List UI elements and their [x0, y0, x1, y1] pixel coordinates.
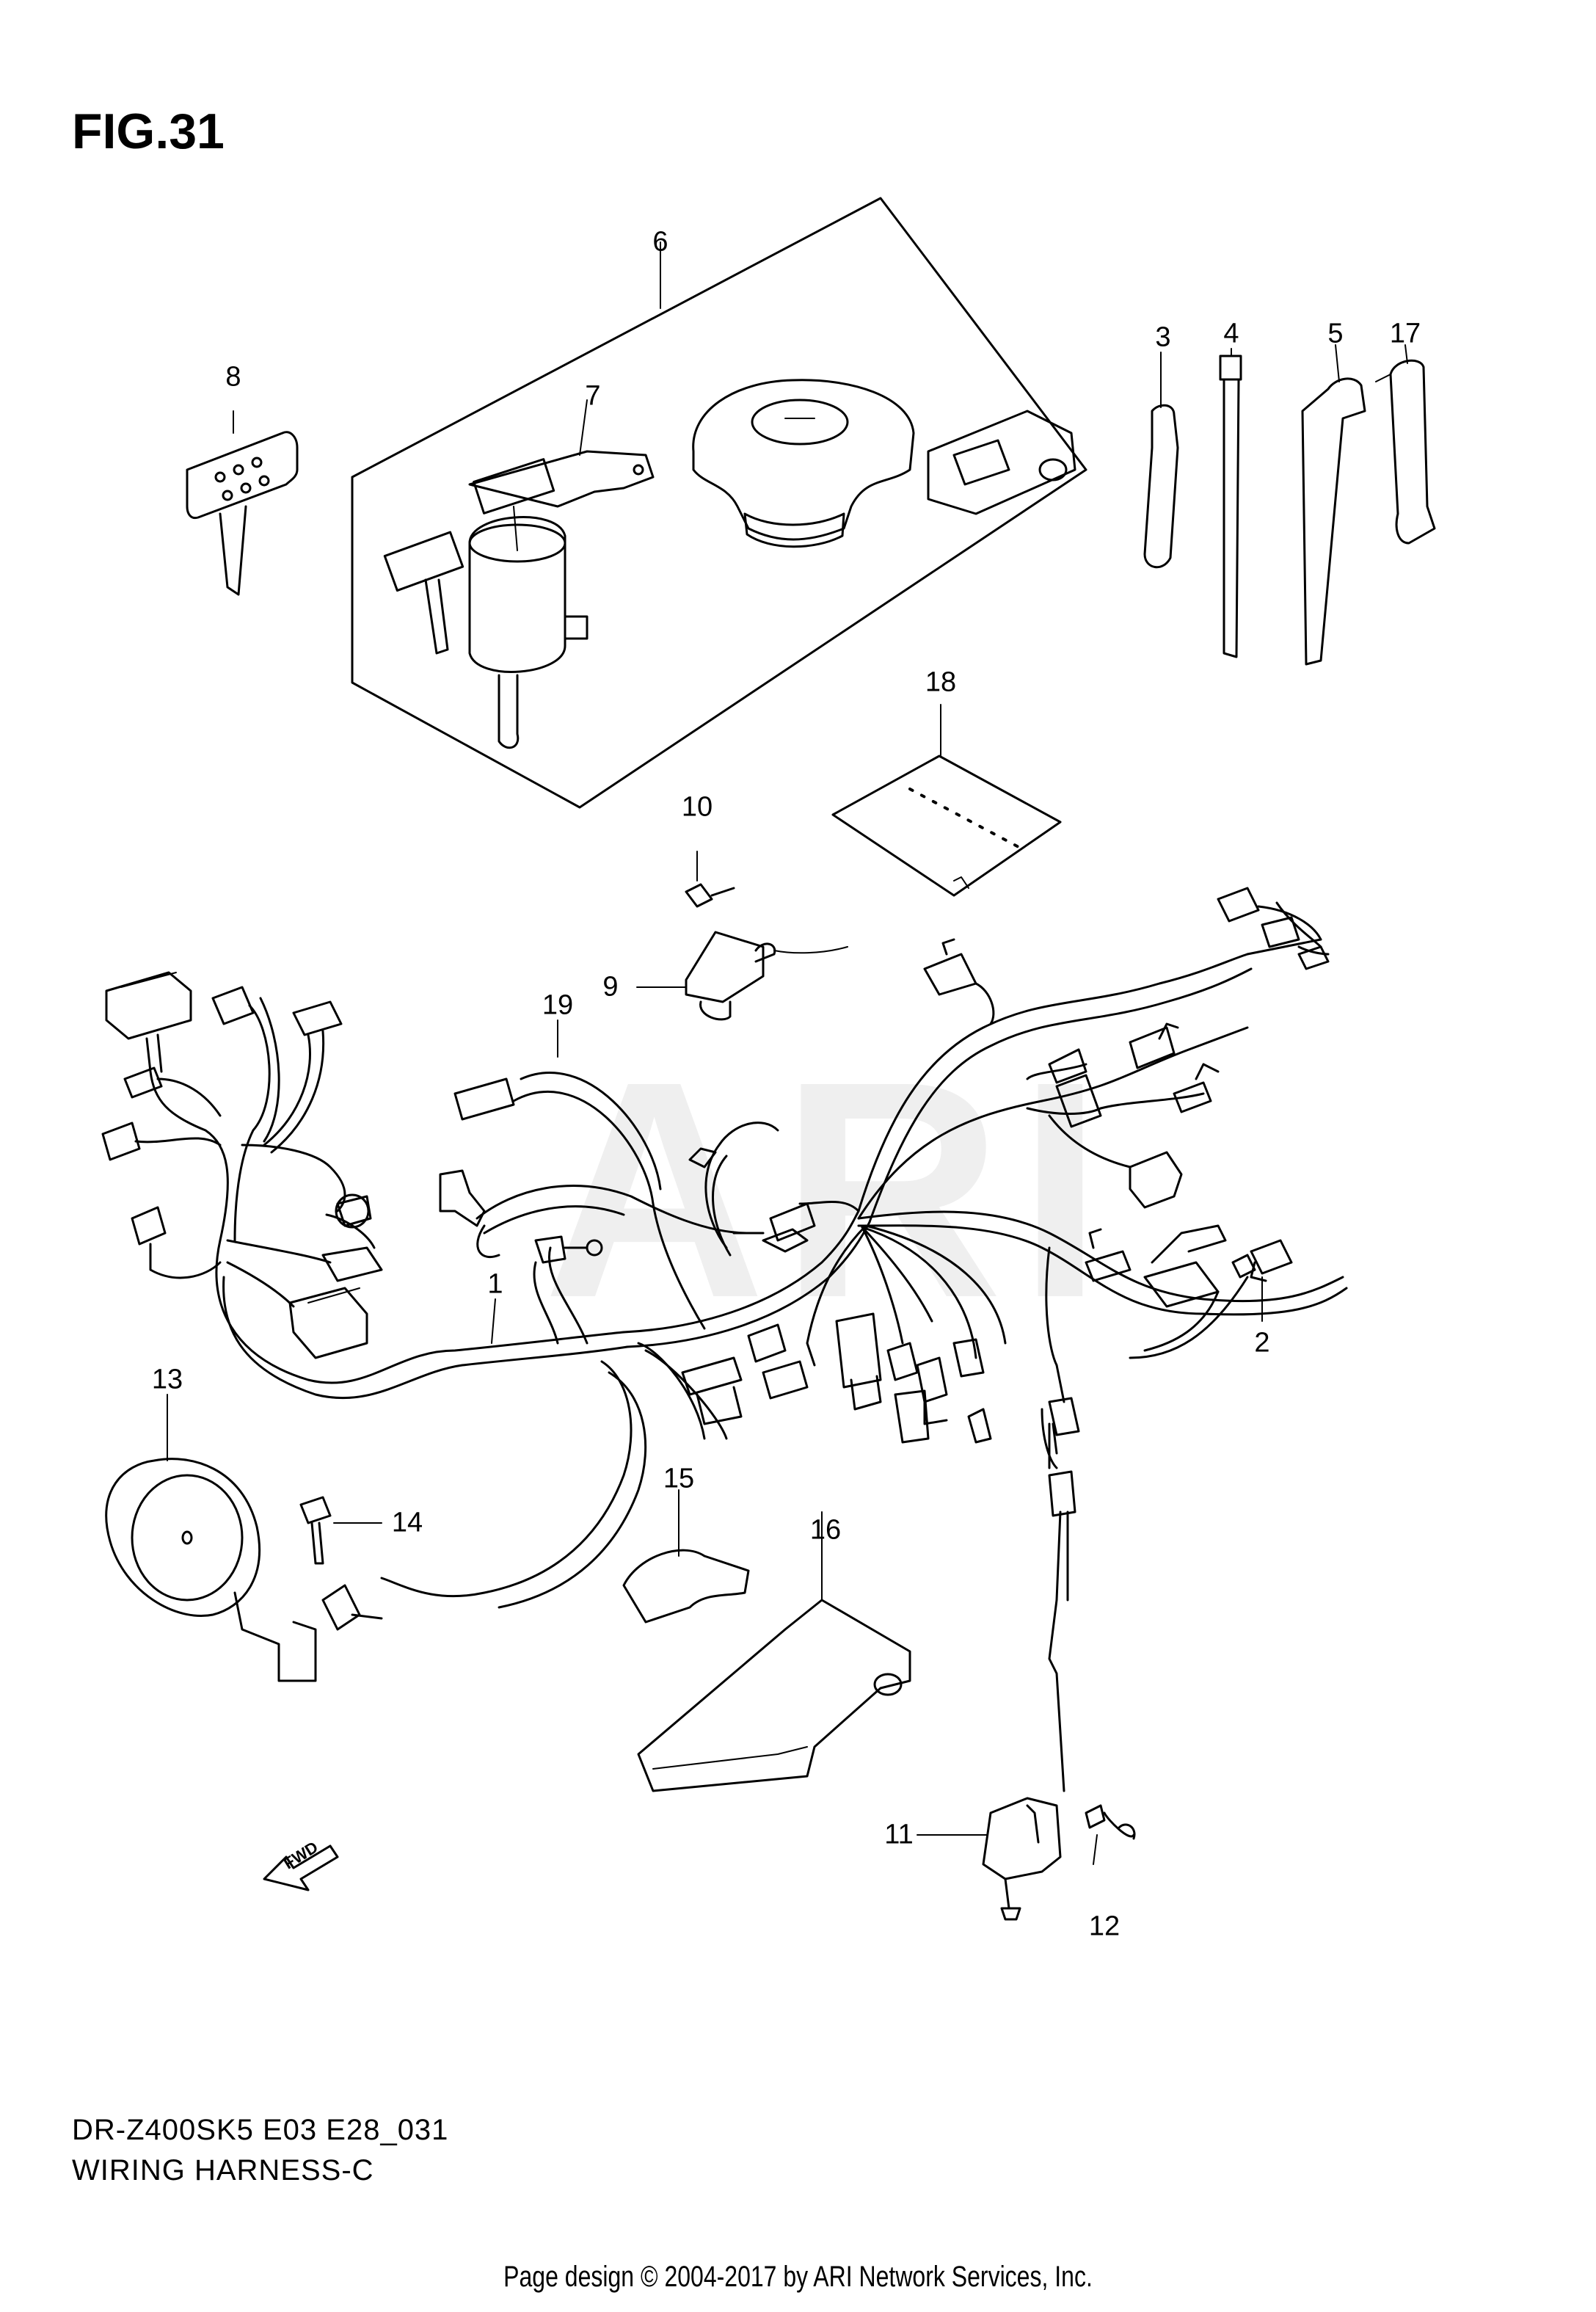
callout-6: 6 — [652, 226, 668, 258]
harness-left-connectors — [103, 973, 382, 1358]
diagram-name: WIRING HARNESS-C — [72, 2154, 374, 2186]
callout-15: 15 — [663, 1463, 695, 1494]
callout-18: 18 — [925, 666, 957, 698]
bracket-16 — [638, 1512, 910, 1791]
callout-1: 1 — [487, 1268, 503, 1300]
horn-13 — [106, 1395, 316, 1681]
clamp-17 — [1376, 345, 1435, 543]
callout-16: 16 — [809, 1514, 842, 1546]
callout-12: 12 — [1088, 1911, 1121, 1942]
ignition-kit-box — [352, 198, 1086, 807]
screw-12 — [1086, 1806, 1134, 1864]
ari-watermark: ARI — [543, 1018, 1118, 1362]
model-code: DR-Z400SK5 E03 E28_031 — [72, 2114, 449, 2146]
callout-8: 8 — [225, 361, 241, 393]
callout-14: 14 — [391, 1507, 423, 1538]
label-sheet — [833, 705, 1060, 895]
callout-11: 11 — [884, 1819, 914, 1850]
callout-17: 17 — [1389, 318, 1421, 349]
horn-connector — [323, 1585, 382, 1629]
callout-9: 9 — [602, 971, 619, 1003]
callout-3: 3 — [1155, 321, 1171, 353]
harness-mid-connectors — [440, 1079, 983, 1424]
figure-title: FIG.31 — [72, 103, 225, 159]
callout-2: 2 — [1254, 1327, 1270, 1359]
blank-key — [187, 411, 297, 595]
clamp-3 — [1145, 352, 1178, 567]
fuse-2 — [1251, 1240, 1291, 1281]
neutral-switch-11 — [917, 1798, 1060, 1919]
copyright-notice: Page design © 2004-2017 by ARI Network S… — [503, 2261, 1093, 2293]
ignition-switch — [385, 400, 653, 748]
callout-7: 7 — [585, 380, 601, 412]
seat-lock — [928, 411, 1075, 514]
callout-19: 19 — [542, 989, 574, 1021]
bolt-14 — [301, 1497, 382, 1563]
harness-right-connectors — [895, 888, 1328, 1791]
forward-arrow — [264, 1846, 338, 1890]
callout-13: 13 — [151, 1364, 183, 1395]
sidestand-switch — [637, 851, 848, 1019]
callout-5: 5 — [1327, 318, 1344, 349]
cable-tie-4 — [1220, 349, 1241, 657]
wiring-harness-main — [216, 939, 1347, 1607]
callout-10: 10 — [681, 791, 713, 823]
cable-tie-5 — [1302, 345, 1365, 664]
callout-4: 4 — [1223, 318, 1239, 349]
cover-15 — [624, 1490, 748, 1622]
fuel-cap — [693, 380, 914, 547]
